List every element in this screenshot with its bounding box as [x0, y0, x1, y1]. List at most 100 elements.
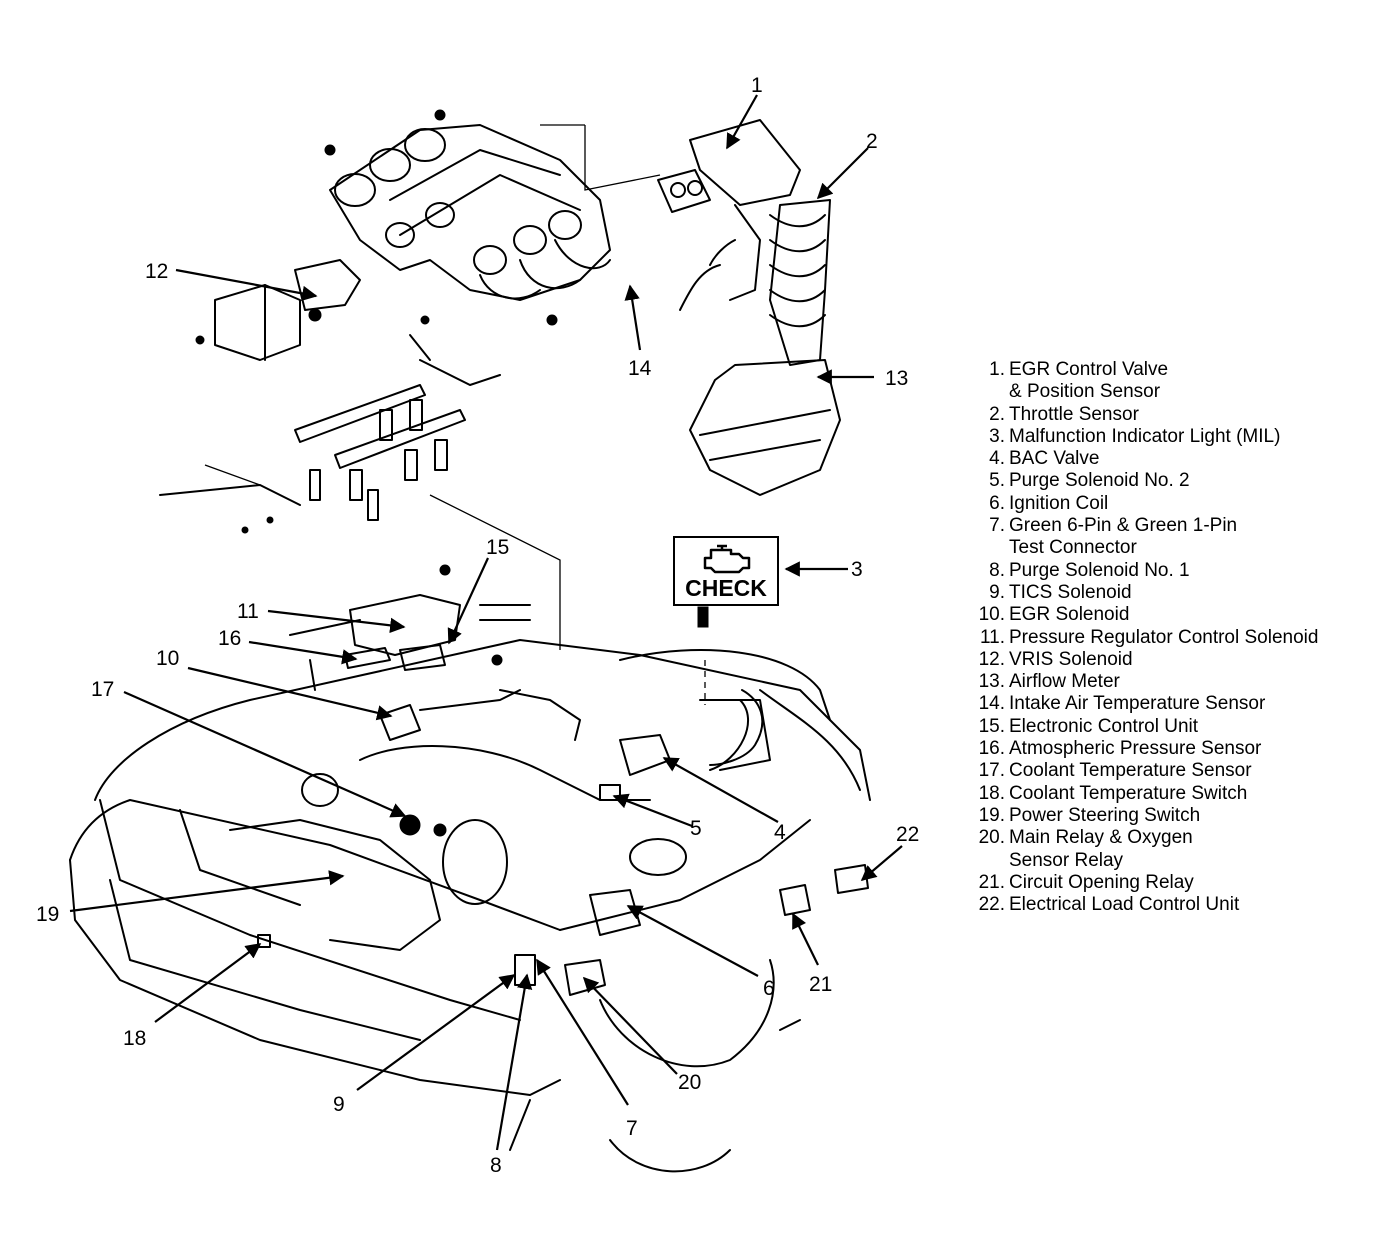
- callout-3: 3: [851, 558, 863, 581]
- callout-6: 6: [763, 977, 775, 1000]
- callout-15: 15: [486, 536, 509, 559]
- legend-label: Power Steering Switch: [1009, 805, 1375, 827]
- legend-number: 21.: [978, 871, 1005, 893]
- legend-item: 15.Electronic Control Unit: [975, 716, 1375, 738]
- legend-line: VRIS Solenoid: [1009, 648, 1133, 670]
- legend-number: 8.: [989, 559, 1005, 581]
- legend-item: 22.Electrical Load Control Unit: [975, 894, 1375, 916]
- callout-5: 5: [690, 817, 702, 840]
- legend-item: 18.Coolant Temperature Switch: [975, 783, 1375, 805]
- legend-label: Atmospheric Pressure Sensor: [1009, 738, 1375, 760]
- legend-item: 6.Ignition Coil: [975, 493, 1375, 515]
- callout-4: 4: [774, 821, 786, 844]
- malfunction-indicator-light: CHECK: [673, 536, 779, 606]
- legend-line: EGR Solenoid: [1009, 604, 1130, 626]
- legend-line: Ignition Coil: [1009, 492, 1109, 514]
- legend-item: 3.Malfunction Indicator Light (MIL): [975, 426, 1375, 448]
- callout-19: 19: [36, 903, 59, 926]
- legend-item: 21.Circuit Opening Relay: [975, 872, 1375, 894]
- legend-label: EGR Solenoid: [1009, 604, 1375, 626]
- legend-number: 17.: [978, 760, 1005, 782]
- legend-item: 17.Coolant Temperature Sensor: [975, 760, 1375, 782]
- legend-line: Malfunction Indicator Light (MIL): [1009, 425, 1281, 447]
- legend-item: 10.EGR Solenoid: [975, 604, 1375, 626]
- legend-item: 16.Atmospheric Pressure Sensor: [975, 738, 1375, 760]
- legend-label: EGR Control Valve& Position Sensor: [1009, 359, 1375, 404]
- legend-label: BAC Valve: [1009, 448, 1375, 470]
- callout-10: 10: [156, 647, 179, 670]
- callout-numbers: 1 2 3 4 5 6 7 8 9 10 11 12 13 14 15 16 1…: [36, 74, 919, 1177]
- legend-label: VRIS Solenoid: [1009, 649, 1375, 671]
- callout-9: 9: [333, 1093, 345, 1116]
- legend-number: 11.: [979, 626, 1005, 648]
- legend-number: 3.: [989, 425, 1005, 447]
- legend-number: 12.: [978, 648, 1005, 670]
- legend-item: 1.EGR Control Valve& Position Sensor: [975, 359, 1375, 404]
- legend-line: Electronic Control Unit: [1009, 715, 1199, 737]
- legend-number: 18.: [978, 782, 1005, 804]
- callout-16: 16: [218, 627, 241, 650]
- legend-label: Throttle Sensor: [1009, 404, 1375, 426]
- legend-item: 19.Power Steering Switch: [975, 805, 1375, 827]
- callout-18: 18: [123, 1027, 146, 1050]
- legend-number: 14.: [978, 693, 1005, 715]
- legend-item: 2.Throttle Sensor: [975, 404, 1375, 426]
- callout-21: 21: [809, 973, 832, 996]
- legend-line: Throttle Sensor: [1009, 403, 1139, 425]
- legend-line: Main Relay & Oxygen: [1009, 827, 1193, 849]
- legend-line: Purge Solenoid No. 2: [1009, 470, 1190, 492]
- callout-22: 22: [896, 823, 919, 846]
- legend-line: & Position Sensor: [1009, 381, 1161, 403]
- legend-line: Electrical Load Control Unit: [1009, 894, 1240, 916]
- legend-label: Electrical Load Control Unit: [1009, 894, 1375, 916]
- legend-item: 11.Pressure Regulator Control Solenoid: [975, 627, 1375, 649]
- callout-14: 14: [628, 357, 652, 380]
- legend-item: 13.Airflow Meter: [975, 671, 1375, 693]
- airflow-meter-drawing: [679, 119, 841, 496]
- legend-number: 1.: [989, 359, 1005, 380]
- legend-label: Purge Solenoid No. 2: [1009, 470, 1375, 492]
- leader-lines: [69, 94, 903, 1151]
- callout-2: 2: [866, 130, 878, 153]
- fuel-rail-injectors-drawing: [159, 315, 561, 650]
- legend-line: Coolant Temperature Sensor: [1009, 760, 1252, 782]
- legend-label: Ignition Coil: [1009, 493, 1375, 515]
- legend-line: TICS Solenoid: [1009, 581, 1132, 603]
- legend-line: Airflow Meter: [1009, 671, 1120, 693]
- legend-number: 2.: [989, 403, 1005, 425]
- legend-number: 5.: [989, 470, 1005, 492]
- vehicle-engine-bay-drawing: [69, 564, 871, 1173]
- legend-line: BAC Valve: [1009, 448, 1100, 470]
- legend-label: Airflow Meter: [1009, 671, 1375, 693]
- legend-line: Power Steering Switch: [1009, 804, 1201, 826]
- legend-number: 19.: [978, 804, 1005, 826]
- legend-label: Electronic Control Unit: [1009, 716, 1375, 738]
- legend-item: 8.Purge Solenoid No. 1: [975, 560, 1375, 582]
- legend-number: 9.: [989, 581, 1005, 603]
- legend-label: Circuit Opening Relay: [1009, 872, 1375, 894]
- legend-label: Intake Air Temperature Sensor: [1009, 693, 1375, 715]
- legend-label: TICS Solenoid: [1009, 582, 1375, 604]
- legend-line: Sensor Relay: [1009, 849, 1124, 871]
- vris-solenoid-drawing: [195, 259, 361, 361]
- legend-line: Coolant Temperature Switch: [1009, 782, 1248, 804]
- legend-label: Pressure Regulator Control Solenoid: [1009, 627, 1375, 649]
- legend-line: Purge Solenoid No. 1: [1009, 559, 1190, 581]
- intake-manifold-drawing: [324, 109, 711, 326]
- callout-8: 8: [490, 1154, 502, 1177]
- legend-number: 13.: [978, 671, 1005, 693]
- callout-12: 12: [145, 260, 168, 283]
- callout-11: 11: [237, 600, 259, 623]
- callout-7: 7: [626, 1117, 638, 1140]
- legend-label: Malfunction Indicator Light (MIL): [1009, 426, 1375, 448]
- legend-item: 14.Intake Air Temperature Sensor: [975, 693, 1375, 715]
- legend-line: EGR Control Valve: [1009, 359, 1169, 380]
- legend-line: Atmospheric Pressure Sensor: [1009, 738, 1262, 760]
- legend-number: 10.: [978, 604, 1005, 626]
- legend-line: Intake Air Temperature Sensor: [1009, 693, 1266, 715]
